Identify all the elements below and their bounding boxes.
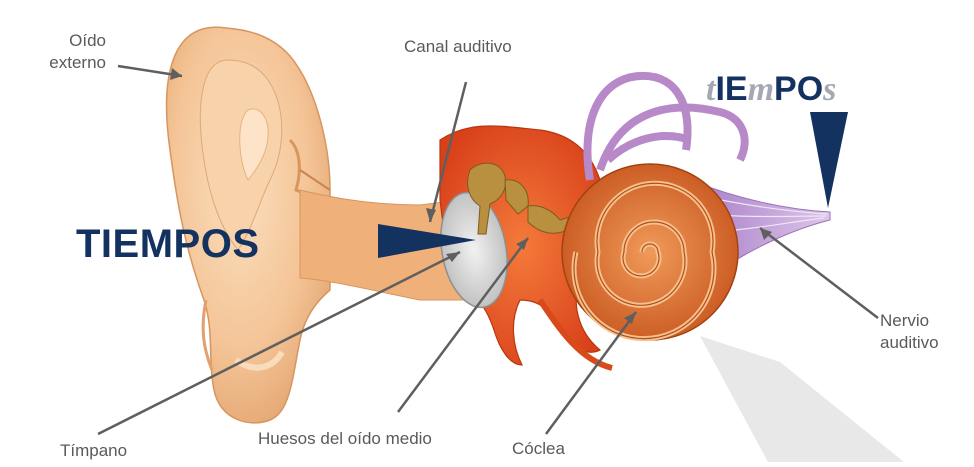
label-cochlea: Cóclea xyxy=(512,438,565,460)
label-nerve-line2: auditivo xyxy=(880,332,939,354)
distorted-part-5: s xyxy=(823,71,836,109)
label-outer-ear-line1: Oído xyxy=(48,30,106,52)
label-outer-ear: Oído externo xyxy=(48,30,106,74)
pointer-nerve xyxy=(760,228,878,318)
distorted-part-4: PO xyxy=(774,70,823,109)
label-ear-canal: Canal auditivo xyxy=(404,36,512,58)
sound-wedge-outgoing xyxy=(810,112,848,208)
label-auditory-nerve: Nervio auditivo xyxy=(880,310,939,354)
cochlea xyxy=(562,164,738,340)
label-nerve-line1: Nervio xyxy=(880,310,939,332)
zoom-beam xyxy=(700,336,904,462)
distorted-part-2: IE xyxy=(715,70,747,109)
distorted-part-1: t xyxy=(706,71,715,109)
distorted-sound-word: tIEmPOs xyxy=(706,70,836,109)
label-middle-ear-bones: Huesos del oído medio xyxy=(258,428,432,450)
incoming-sound-word: TIEMPOS xyxy=(76,222,260,267)
label-eardrum: Tímpano xyxy=(60,440,127,462)
label-outer-ear-line2: externo xyxy=(48,52,106,74)
distorted-part-3: m xyxy=(748,71,774,109)
